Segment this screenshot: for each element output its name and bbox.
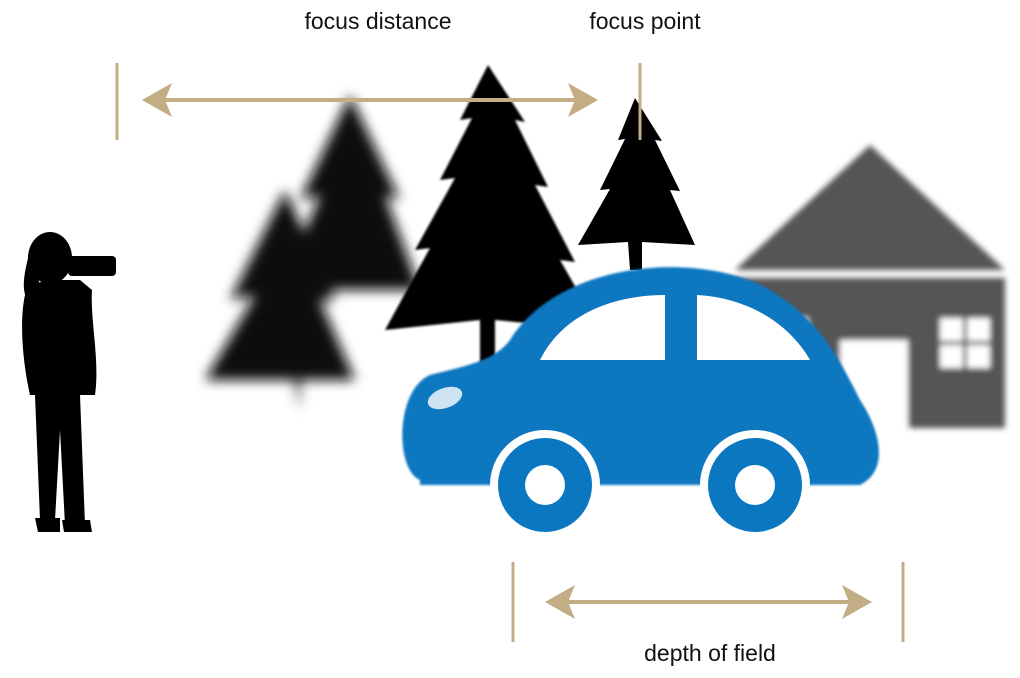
tree-mid [385,65,600,365]
car [402,267,879,540]
depth-of-field-label: depth of field [644,640,776,666]
tree-in-focus [578,98,695,270]
focus-point-label: focus point [589,8,701,34]
blurred-tree-far [205,95,420,410]
photographer-silhouette [22,232,116,532]
focus-distance-label: focus distance [304,8,452,34]
focus-distance-arrow [115,63,642,140]
depth-of-field-arrow [511,562,905,642]
